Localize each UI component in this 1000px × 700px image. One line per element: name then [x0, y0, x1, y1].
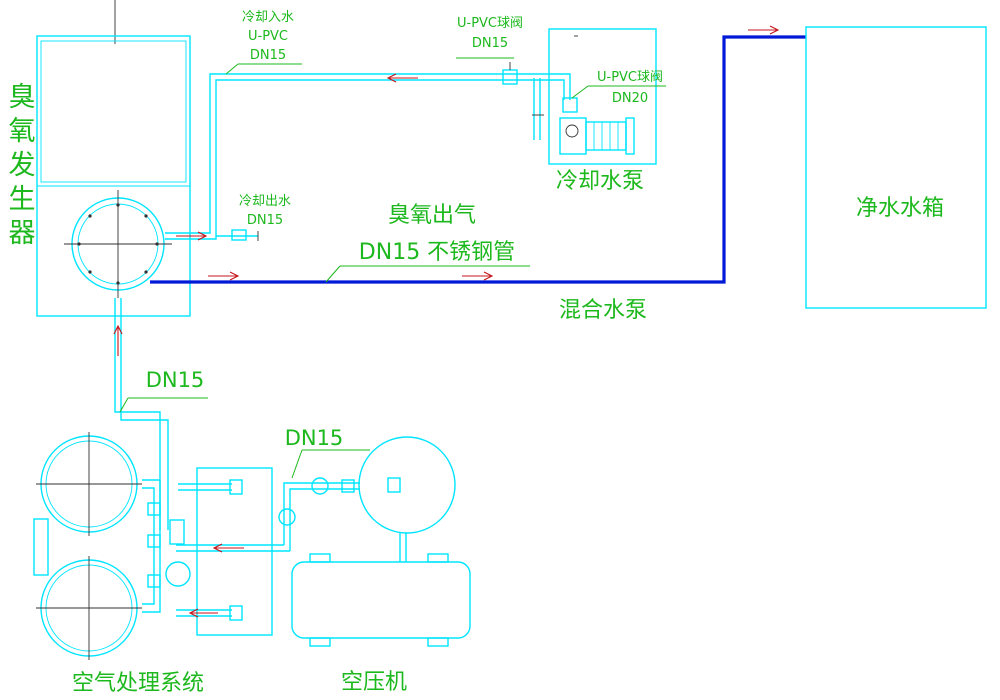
ozone-generator — [36, 0, 191, 317]
valve-dn15-label-2: DN15 — [472, 36, 508, 51]
cooling-outlet-label-1: 冷却出水 — [239, 194, 291, 209]
ozone-generator-label-char-5: 器 — [9, 218, 36, 249]
compressor-line-label: DN15 — [285, 426, 344, 450]
mixing-pump-label: 混合水泵 — [559, 298, 647, 323]
ozone-outlet-spec: DN15 不锈钢管 — [359, 240, 515, 265]
piping-panel — [176, 467, 360, 636]
air-compressor — [291, 436, 471, 647]
valve-dn15-label-1: U-PVC球阀 — [457, 16, 523, 31]
cooling-inlet-label-3: DN15 — [250, 48, 286, 63]
ozone-generator-label-char-1: 臭 — [9, 82, 36, 113]
ozone-generator-label-char-3: 发 — [9, 150, 36, 181]
clean-water-tank-label: 净水水箱 — [856, 196, 944, 221]
cooling-pump — [532, 28, 657, 165]
cooling-water-piping — [165, 62, 536, 241]
air-treatment-system — [33, 432, 191, 660]
cooling-inlet-label-1: 冷却入水 — [242, 10, 294, 25]
ozone-generator-label-char-4: 生 — [9, 184, 36, 215]
ozone-generator-label-char-2: 氧 — [9, 116, 36, 147]
air-treatment-label: 空气处理系统 — [72, 671, 204, 696]
cooling-inlet-label-2: U-PVC — [248, 29, 288, 44]
flow-arrows — [113, 25, 780, 618]
ozone-outlet-pipe — [150, 35, 806, 284]
valve-dn20-label-2: DN20 — [612, 91, 648, 106]
ozone-outlet-title: 臭氧出气 — [388, 203, 476, 228]
air-feed-pipe — [114, 298, 169, 530]
clean-water-tank — [805, 26, 987, 309]
cooling-pump-label: 冷却水泵 — [556, 169, 644, 194]
air-feed-label: DN15 — [146, 368, 205, 392]
cooling-outlet-label-2: DN15 — [247, 213, 283, 228]
leader-lines — [119, 57, 666, 479]
air-compressor-label: 空压机 — [341, 670, 407, 695]
labels: 臭 氧 发 生 器 冷却入水 U-PVC DN15 U-PVC球阀 DN15 U… — [9, 10, 945, 696]
valve-dn20-label-1: U-PVC球阀 — [597, 70, 663, 85]
